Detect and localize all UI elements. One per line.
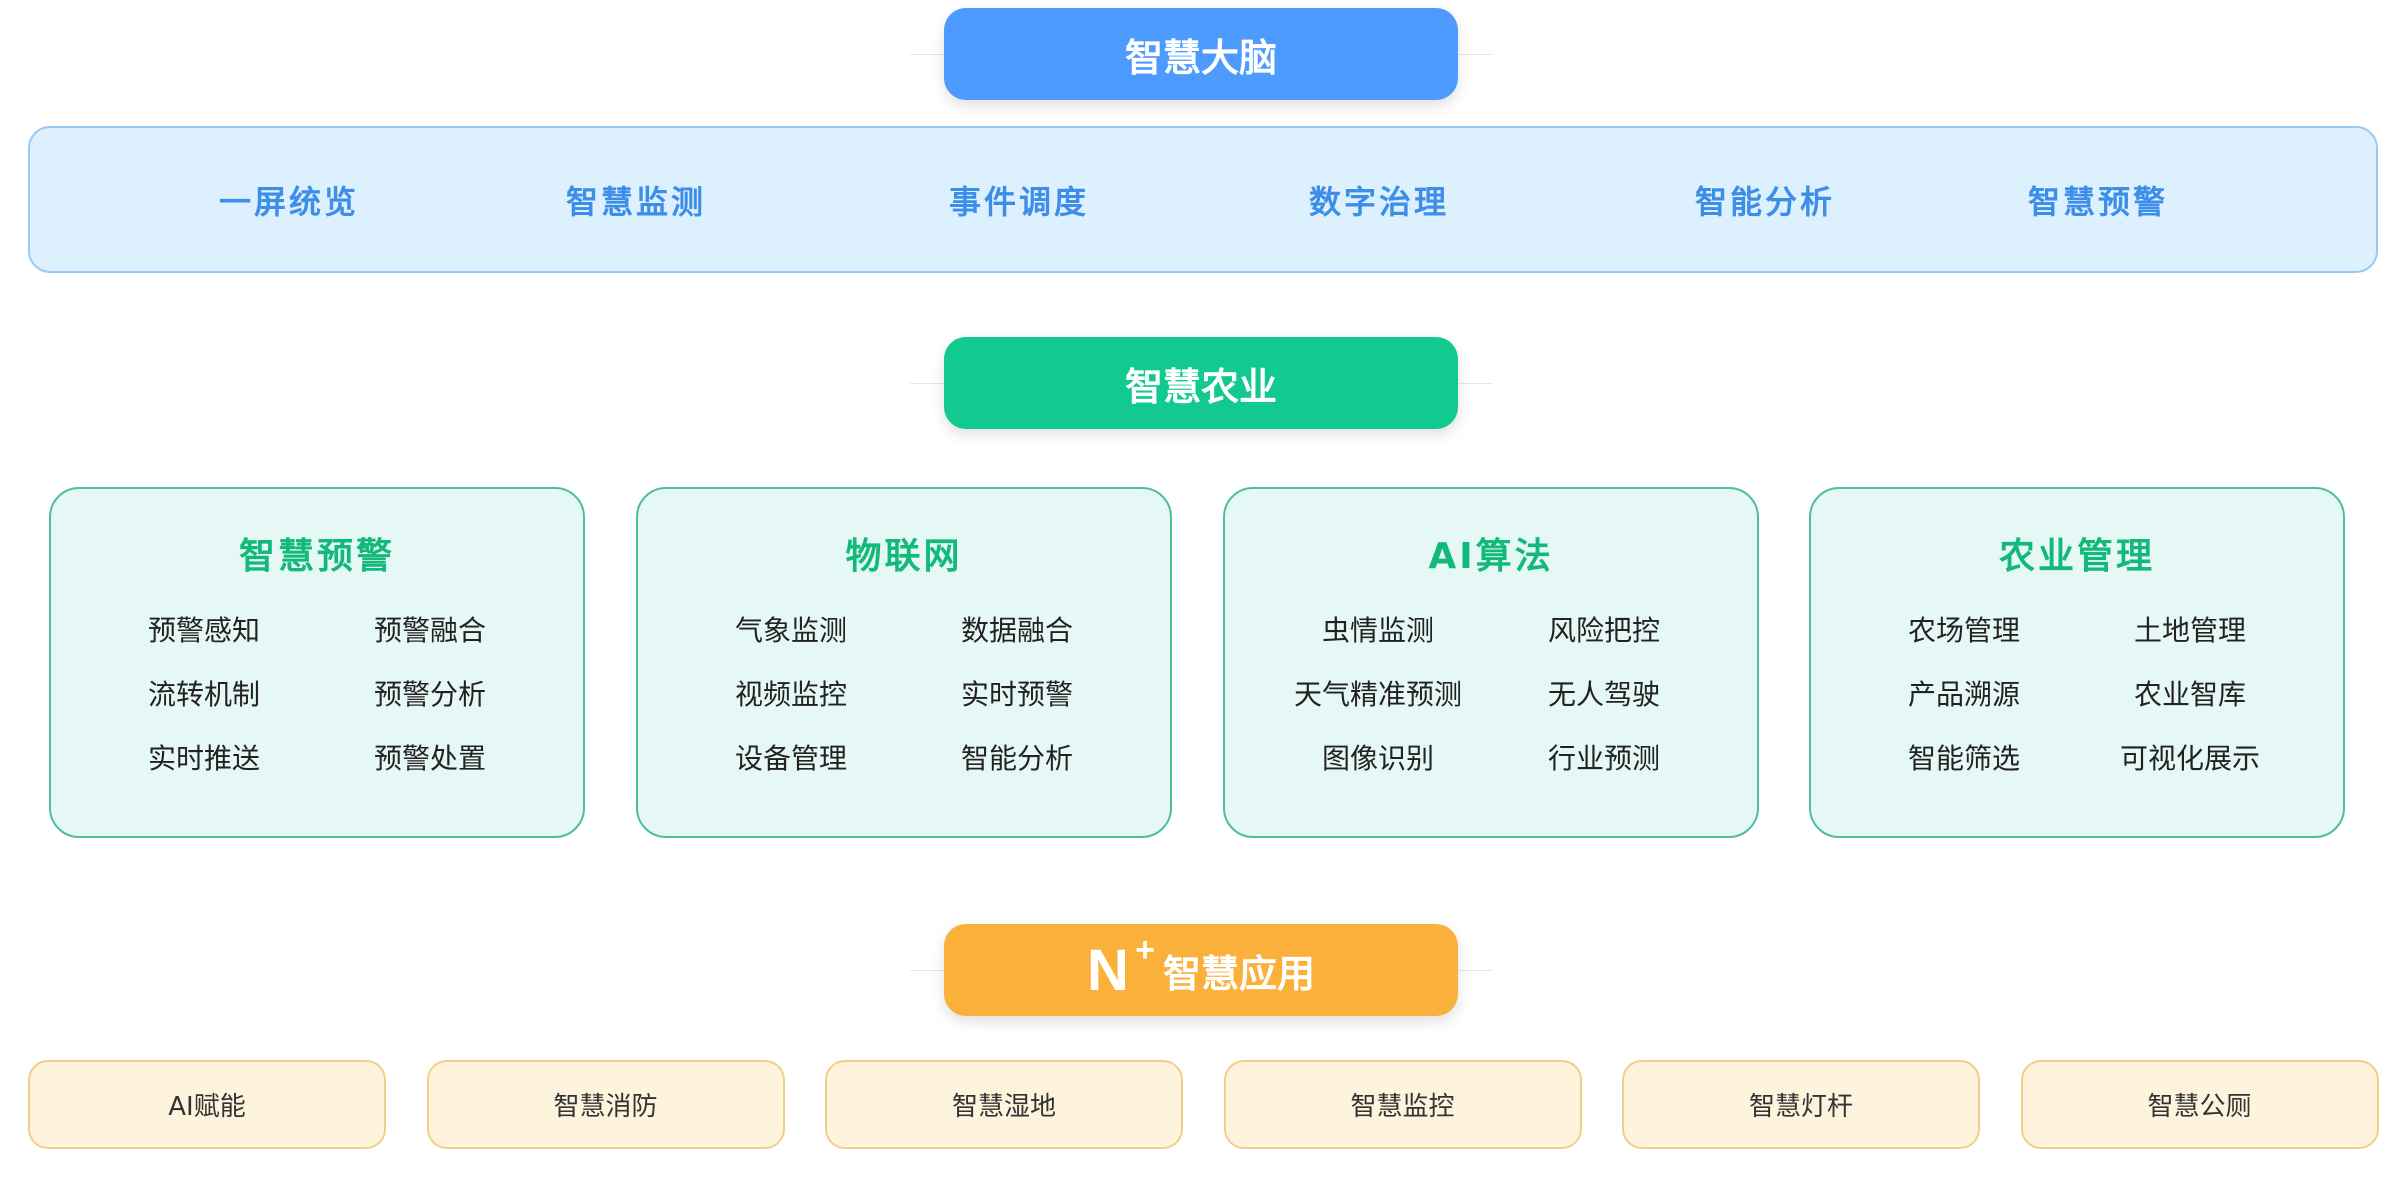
- app-item: 智慧灯杆: [1622, 1060, 1980, 1149]
- card-item: 气象监测: [734, 614, 847, 647]
- card-item: 天气精准预测: [1293, 678, 1462, 711]
- card-item: 行业预测: [1547, 742, 1660, 775]
- brain-item: 智慧预警: [2027, 182, 2169, 221]
- card-item: 流转机制: [147, 678, 260, 711]
- card-item: 农业智库: [2133, 678, 2246, 711]
- app-item: 智慧公厕: [2020, 1060, 2379, 1149]
- card-item: 可视化展示: [2119, 742, 2260, 775]
- card-item: 图像识别: [1321, 742, 1434, 775]
- card-item: 农场管理: [1907, 614, 2020, 647]
- card-title: 智慧预警: [238, 536, 395, 577]
- module-card: 物联网气象监测 数据融合视频监控 实时预警设备管理 智能分析: [636, 487, 1172, 838]
- card-title: 农业管理: [1998, 536, 2155, 577]
- card-item: 虫情监测: [1321, 614, 1434, 647]
- smart-apps-header: N+ 智慧应用: [944, 924, 1458, 1016]
- card-item: 实时推送: [147, 742, 260, 775]
- card-item: 预警分析: [373, 678, 486, 711]
- brain-item: 一屏统览: [218, 182, 360, 221]
- smart-brain-bar: 一屏统览 智慧监测 事件调度 数字治理 智能分析 智慧预警: [28, 126, 2378, 273]
- card-item: 风险把控: [1547, 614, 1660, 647]
- card-item: 预警处置: [373, 742, 486, 775]
- card-item: 预警感知: [147, 614, 260, 647]
- module-card: AI算法虫情监测 风险把控天气精准预测 无人驾驶图像识别 行业预测: [1223, 487, 1759, 838]
- n-letter: N: [1087, 937, 1129, 1003]
- card-item: 视频监控: [734, 678, 847, 711]
- card-item: 土地管理: [2133, 614, 2246, 647]
- app-item: 智慧湿地: [825, 1060, 1183, 1149]
- card-item: 智能分析: [960, 742, 1073, 775]
- apps-title: 智慧应用: [1162, 951, 1315, 996]
- smart-agriculture-header: 智慧农业: [944, 337, 1458, 429]
- brain-item: 数字治理: [1308, 182, 1450, 221]
- app-item: 智慧监控: [1223, 1060, 1582, 1149]
- card-item: 实时预警: [960, 678, 1073, 711]
- module-card: 农业管理农场管理 土地管理产品溯源 农业智库智能筛选 可视化展示: [1809, 487, 2345, 838]
- card-item: 数据融合: [960, 614, 1073, 647]
- card-item: 预警融合: [373, 614, 486, 647]
- brain-item: 智能分析: [1694, 182, 1836, 221]
- card-title: AI算法: [1428, 536, 1554, 577]
- card-item: 智能筛选: [1907, 742, 2020, 775]
- card-item: 产品溯源: [1907, 678, 2020, 711]
- app-item: 智慧消防: [426, 1060, 785, 1149]
- app-item: AI赋能: [28, 1060, 386, 1149]
- brain-item: 事件调度: [948, 182, 1090, 221]
- card-item: 无人驾驶: [1547, 678, 1660, 711]
- card-item: 设备管理: [734, 742, 847, 775]
- plus-sign: +: [1135, 930, 1155, 969]
- module-card: 智慧预警预警感知 预警融合流转机制 预警分析实时推送 预警处置: [49, 487, 585, 838]
- card-title: 物联网: [845, 536, 963, 577]
- brain-item: 智慧监测: [565, 182, 707, 221]
- n-plus-mark: N+: [1087, 931, 1155, 1004]
- smart-brain-header: 智慧大脑: [944, 8, 1458, 100]
